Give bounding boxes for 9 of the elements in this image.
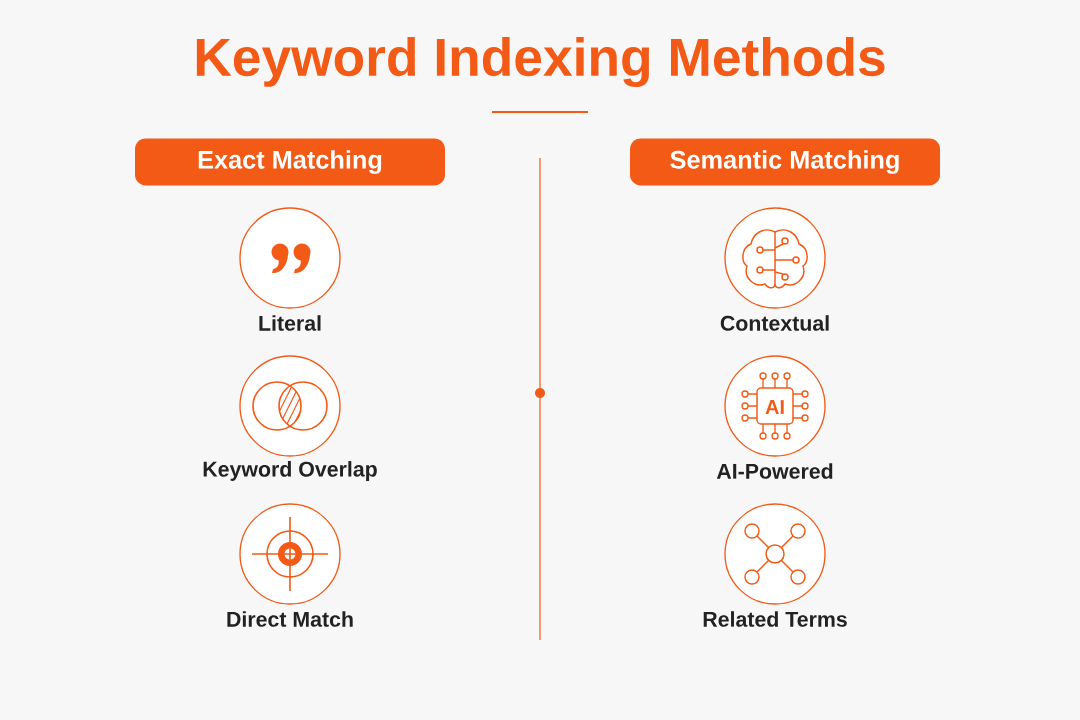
icon-caption: Related Terms <box>703 611 847 627</box>
title: Keyword Indexing Methods <box>196 37 885 87</box>
icon-caption: Contextual <box>720 315 829 331</box>
icon-caption: Keyword Overlap <box>203 461 377 481</box>
icon-caption: AI-Powered <box>716 463 833 479</box>
header-pill: Semantic Matching <box>630 138 940 186</box>
header-pill: Exact Matching <box>135 138 445 186</box>
icon-caption: Literal <box>259 315 321 331</box>
icon-caption: Direct Match <box>227 611 353 627</box>
